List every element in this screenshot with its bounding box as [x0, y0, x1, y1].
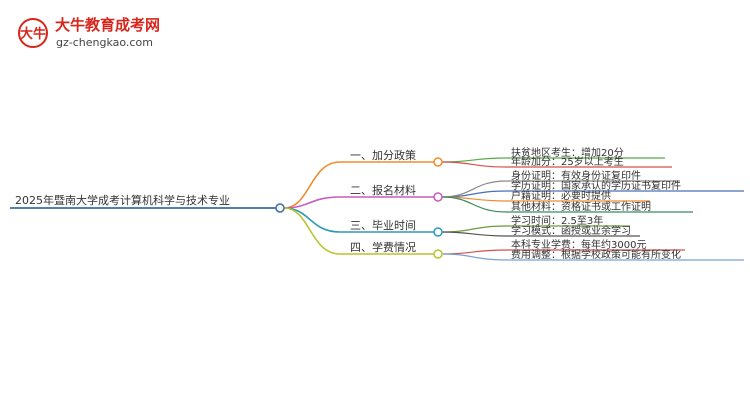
leaf-1-1-connector — [441, 157, 508, 163]
leaf-4-1-connector — [441, 249, 508, 255]
branch-3-connector — [283, 207, 341, 233]
leaf-2-2-label: 学历证明：国家承认的学历证书复印件 — [511, 179, 681, 192]
leaf-1-1-label: 扶贫地区考生：增加20分 — [511, 146, 624, 159]
site-name: 大牛教育成考网 — [55, 16, 160, 34]
branch-2-dot[interactable] — [433, 192, 443, 202]
branch-2-connector — [283, 196, 341, 209]
leaf-2-1-label: 身份证明：有效身份证复印件 — [511, 169, 641, 182]
branch-1-label: 一、加分政策 — [350, 148, 416, 162]
leaf-3-1-connector — [441, 225, 508, 233]
mindmap-nodes: 2025年暨南大学成考计算机科学与技术专业 一、加分政策 扶贫地区考生：增加20分年… — [15, 146, 681, 261]
leaf-2-1-connector — [441, 180, 508, 198]
leaf-1-2-label: 年龄加分：25岁以上考生 — [511, 155, 624, 168]
leaf-3-2-label: 学习模式：函授或业余学习 — [511, 224, 631, 237]
site-url: gz-chengkao.com — [56, 36, 153, 49]
leaf-2-4-label: 其他材料：资格证书或工作证明 — [511, 200, 651, 213]
branch-4-connector — [283, 207, 341, 255]
site-logo[interactable]: 大牛 大牛教育成考网 gz-chengkao.com — [18, 16, 160, 49]
leaf-4-1-label: 本科专业学费：每年约3000元 — [511, 238, 646, 251]
branch-1-connector — [283, 161, 341, 209]
leaf-3-2-connector — [441, 231, 508, 237]
mindmap-edges — [10, 157, 744, 261]
leaf-2-3-label: 户籍证明：必要时提供 — [511, 189, 611, 202]
branch-4-label: 四、学费情况 — [350, 240, 416, 254]
branch-3-label: 三、毕业时间 — [350, 219, 416, 232]
branch-4-dot[interactable] — [433, 249, 443, 259]
logo-mark: 大牛 — [20, 26, 46, 42]
root-node-label: 2025年暨南大学成考计算机科学与技术专业 — [15, 193, 230, 207]
branch-3-dot[interactable] — [433, 227, 443, 237]
leaf-3-1-label: 学习时间：2.5至3年 — [511, 214, 603, 227]
logo-ring-icon — [18, 18, 48, 48]
branch-1-dot[interactable] — [433, 157, 443, 167]
leaf-4-2-connector — [441, 253, 508, 261]
branch-2-label: 二、报名材料 — [350, 183, 416, 197]
leaf-4-2-label: 费用调整：根据学校政策可能有所变化 — [511, 248, 681, 261]
leaf-2-4-connector — [441, 196, 508, 213]
root-node-dot[interactable] — [275, 203, 285, 213]
leaf-1-2-connector — [441, 161, 508, 168]
